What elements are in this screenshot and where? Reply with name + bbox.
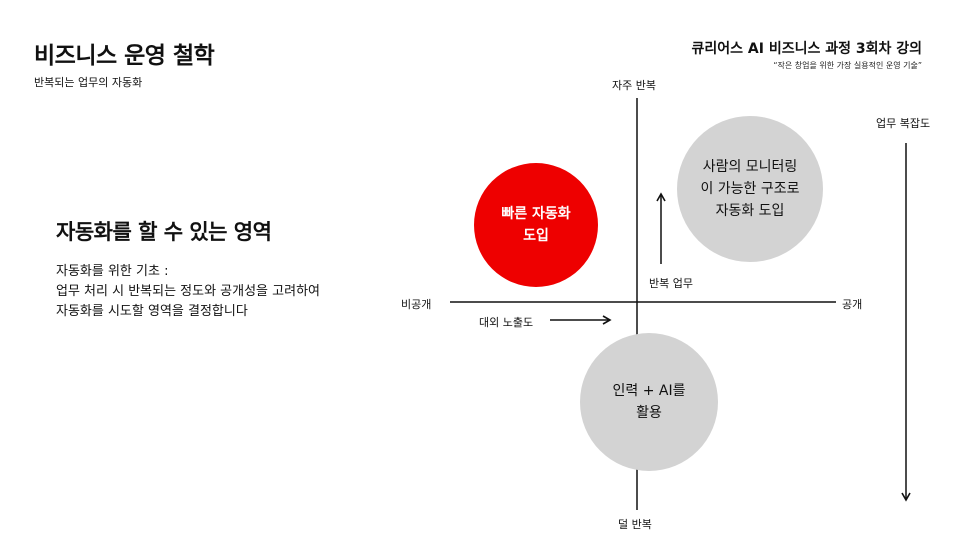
axis-label-less-frequent: 덜 반복: [618, 518, 652, 531]
description-line: 자동화를 위한 기초 :: [56, 264, 169, 279]
human-ai-circle: 인력 + AI를 활용: [580, 333, 718, 471]
circle-text: 이 가능한 구조로: [700, 181, 800, 197]
circle-text: 인력 + AI를: [612, 383, 686, 399]
circle-text: 활용: [636, 405, 662, 421]
axis-label-public: 공개: [842, 298, 863, 311]
monitored-automation-circle: 사람의 모니터링 이 가능한 구조로 자동화 도입: [677, 116, 823, 262]
axis-label-private: 비공개: [401, 298, 432, 311]
course-title: 큐리어스 AI 비즈니스 과정 3회차 강의: [691, 41, 922, 57]
circle-text: 도입: [523, 228, 549, 244]
exposure-label: 대외 노출도: [479, 316, 534, 329]
description-line: 자동화를 시도할 영역을 결정합니다: [56, 304, 248, 319]
page-subtitle: 반복되는 업무의 자동화: [34, 76, 143, 89]
axis-label-frequent: 자주 반복: [612, 79, 656, 92]
description-line: 업무 처리 시 반복되는 정도와 공개성을 고려하여: [56, 284, 320, 299]
quick-automation-circle: 빠른 자동화 도입: [474, 163, 598, 287]
page-title: 비즈니스 운영 철학: [34, 43, 215, 69]
section-title: 자동화를 할 수 있는 영역: [56, 220, 272, 244]
circle-text: 사람의 모니터링: [702, 159, 798, 175]
complexity-label: 업무 복잡도: [876, 117, 931, 130]
circle-text: 자동화 도입: [715, 203, 785, 219]
section-description: 자동화를 위한 기초 : 업무 처리 시 반복되는 정도와 공개성을 고려하여 …: [56, 262, 320, 322]
circle-text: 빠른 자동화: [501, 206, 571, 222]
repeat-task-label: 반복 업무: [649, 277, 693, 290]
course-quote: “작은 창업을 위한 가장 실용적인 운영 기술”: [773, 61, 922, 70]
